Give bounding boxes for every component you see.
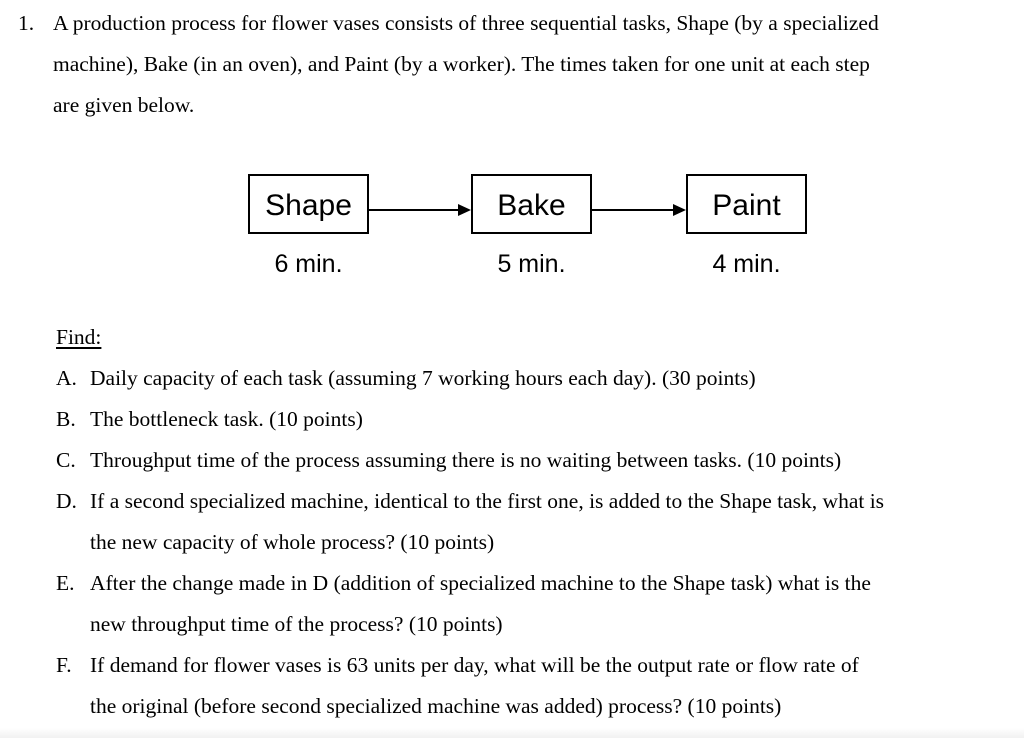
text-line: If demand for flower vases is 63 units p… bbox=[90, 653, 859, 677]
intro-line-2: machine), Bake (in an oven), and Paint (… bbox=[53, 52, 870, 76]
intro-line-3: are given below. bbox=[53, 93, 195, 117]
text-line: If a second specialized machine, identic… bbox=[90, 489, 885, 513]
item-text: If demand for flower vases is 63 units p… bbox=[90, 645, 988, 727]
process-flow-diagram: Shape 6 min. Bake 5 min. Paint 4 min. bbox=[248, 174, 988, 278]
question-intro: A production process for flower vases co… bbox=[53, 3, 879, 126]
item-letter: C. bbox=[56, 448, 76, 472]
task-time-paint: 4 min. bbox=[712, 250, 781, 278]
question-items: A. Daily capacity of each task (assuming… bbox=[56, 358, 988, 727]
find-heading: Find: bbox=[56, 325, 102, 349]
text-line: After the change made in D (addition of … bbox=[90, 571, 871, 595]
task-box-bake: Bake bbox=[471, 174, 592, 234]
item-letter: E. bbox=[56, 571, 75, 595]
item-text: Throughput time of the process assuming … bbox=[90, 440, 988, 481]
text-line: The bottleneck task. (10 points) bbox=[90, 407, 363, 431]
item-b: B. The bottleneck task. (10 points) bbox=[56, 399, 988, 440]
task-paint: Paint 4 min. bbox=[686, 174, 807, 278]
task-box-paint: Paint bbox=[686, 174, 807, 234]
text-line: the original (before second specialized … bbox=[90, 694, 782, 718]
item-e: E. After the change made in D (addition … bbox=[56, 563, 988, 645]
text-line: new throughput time of the process? (10 … bbox=[90, 612, 503, 636]
item-f: F. If demand for flower vases is 63 unit… bbox=[56, 645, 988, 727]
item-letter: B. bbox=[56, 407, 76, 431]
item-text: If a second specialized machine, identic… bbox=[90, 481, 988, 563]
item-text: After the change made in D (addition of … bbox=[90, 563, 988, 645]
item-a: A. Daily capacity of each task (assuming… bbox=[56, 358, 988, 399]
page-bottom-edge bbox=[0, 728, 1024, 738]
question-number: 1. bbox=[18, 11, 35, 35]
item-c: C. Throughput time of the process assumi… bbox=[56, 440, 988, 481]
arrow-right-icon bbox=[369, 203, 471, 217]
task-box-shape: Shape bbox=[248, 174, 369, 234]
item-letter: D. bbox=[56, 489, 77, 513]
item-letter: F. bbox=[56, 653, 72, 677]
task-time-bake: 5 min. bbox=[497, 250, 566, 278]
task-shape: Shape 6 min. bbox=[248, 174, 369, 278]
task-time-shape: 6 min. bbox=[274, 250, 343, 278]
text-line: Daily capacity of each task (assuming 7 … bbox=[90, 366, 756, 390]
arrow-right-icon bbox=[592, 203, 686, 217]
item-d: D. If a second specialized machine, iden… bbox=[56, 481, 988, 563]
task-bake: Bake 5 min. bbox=[471, 174, 592, 278]
text-line: Throughput time of the process assuming … bbox=[90, 448, 842, 472]
item-letter: A. bbox=[56, 366, 77, 390]
item-text: The bottleneck task. (10 points) bbox=[90, 399, 988, 440]
item-text: Daily capacity of each task (assuming 7 … bbox=[90, 358, 988, 399]
question-1: 1. A production process for flower vases… bbox=[18, 3, 988, 126]
intro-line-1: A production process for flower vases co… bbox=[53, 11, 879, 35]
text-line: the new capacity of whole process? (10 p… bbox=[90, 530, 495, 554]
